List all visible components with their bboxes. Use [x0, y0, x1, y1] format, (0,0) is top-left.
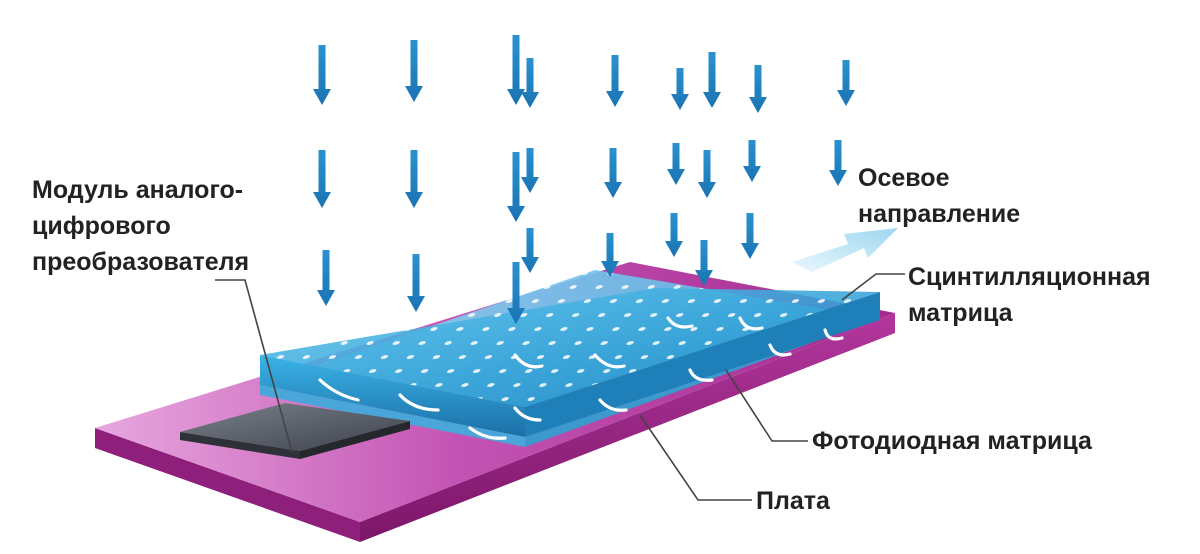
- scintillation-matrix: [260, 288, 880, 437]
- xray-arrow: [507, 152, 525, 222]
- xray-arrow: [667, 143, 685, 185]
- xray-arrow: [606, 55, 624, 107]
- xray-arrow: [671, 68, 689, 110]
- xray-arrow: [521, 228, 539, 273]
- light-path-arrow: [318, 378, 360, 402]
- light-path-arrow: [688, 368, 714, 382]
- xray-arrow: [665, 213, 683, 257]
- xray-arrow: [703, 52, 721, 108]
- xray-arrow: [317, 250, 335, 306]
- light-path-arrow: [598, 398, 628, 412]
- light-path-arrow: [593, 353, 626, 369]
- board-label: Плата: [756, 487, 830, 515]
- xray-arrow: [601, 233, 619, 277]
- scintillation-matrix-label: Сцинтилляционная матрица: [908, 263, 1151, 327]
- light-path-arrow: [738, 316, 764, 331]
- xray-arrow: [741, 213, 759, 259]
- xray-arrow: [521, 58, 539, 108]
- axial-direction-label: Осевое направление: [858, 164, 1021, 228]
- xray-arrow: [743, 140, 761, 182]
- xray-arrow: [313, 150, 331, 208]
- adc-chip: [180, 403, 410, 459]
- xray-arrow: [837, 60, 855, 106]
- light-paths: [318, 316, 844, 440]
- xray-arrow: [604, 148, 622, 198]
- board-leader-line: [639, 414, 752, 501]
- light-path-arrow: [823, 328, 844, 341]
- light-path-arrow: [666, 316, 694, 329]
- xray-arrow: [313, 45, 331, 105]
- xray-arrow: [698, 150, 716, 198]
- photodiode-matrix-label: Фотодиодная матрица: [812, 427, 1092, 455]
- xray-arrow: [407, 254, 425, 312]
- xray-arrow: [405, 40, 423, 102]
- xray-arrow: [829, 140, 847, 186]
- axial-direction-arrow: [792, 228, 898, 272]
- xray-arrow: [507, 262, 525, 324]
- light-path-arrow: [468, 426, 507, 440]
- light-path-arrow: [398, 393, 440, 412]
- scint-leader-line: [841, 273, 905, 301]
- callout-lines: [215, 273, 905, 501]
- xray-arrow: [521, 148, 539, 193]
- xray-arrow: [695, 240, 713, 286]
- adc-leader-line: [215, 279, 293, 453]
- light-path-arrow: [513, 353, 544, 369]
- xray-arrow-field: [313, 35, 855, 324]
- xray-arrow: [507, 35, 525, 105]
- photo-leader-line: [725, 369, 808, 442]
- xray-arrow: [405, 150, 423, 208]
- light-path-arrow: [768, 343, 792, 357]
- xray-arrow: [749, 65, 767, 113]
- light-path-arrow: [513, 406, 542, 422]
- adc-module-label: Модуль аналого- цифрового преобразовател…: [32, 176, 250, 276]
